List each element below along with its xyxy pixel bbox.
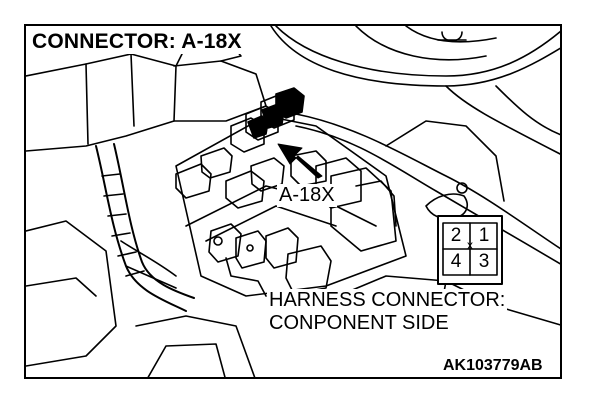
pin-label: 3 [478, 251, 490, 272]
pin-center-mark: x [467, 238, 473, 252]
pin-label: 2 [450, 225, 462, 246]
figure-id-number: AK103779 [443, 357, 520, 374]
pin-label: 4 [450, 251, 462, 272]
harness-caption-line2: CONPONENT SIDE [269, 312, 449, 334]
harness-caption-line1: HARNESS CONNECTOR: [269, 289, 506, 311]
connector-title: CONNECTOR: A-18X [30, 30, 246, 54]
harness-caption: HARNESS CONNECTOR: CONPONENT SIDE [267, 289, 508, 335]
diagram-frame: CONNECTOR: A-18X A-18X 2 1 4 3 x HARNESS… [24, 24, 562, 379]
figure-id-suffix: AB [519, 357, 543, 374]
figure-id: AK103779AB [440, 357, 546, 375]
connector-callout-label: A-18X [277, 184, 337, 207]
pin-label: 1 [478, 225, 490, 246]
